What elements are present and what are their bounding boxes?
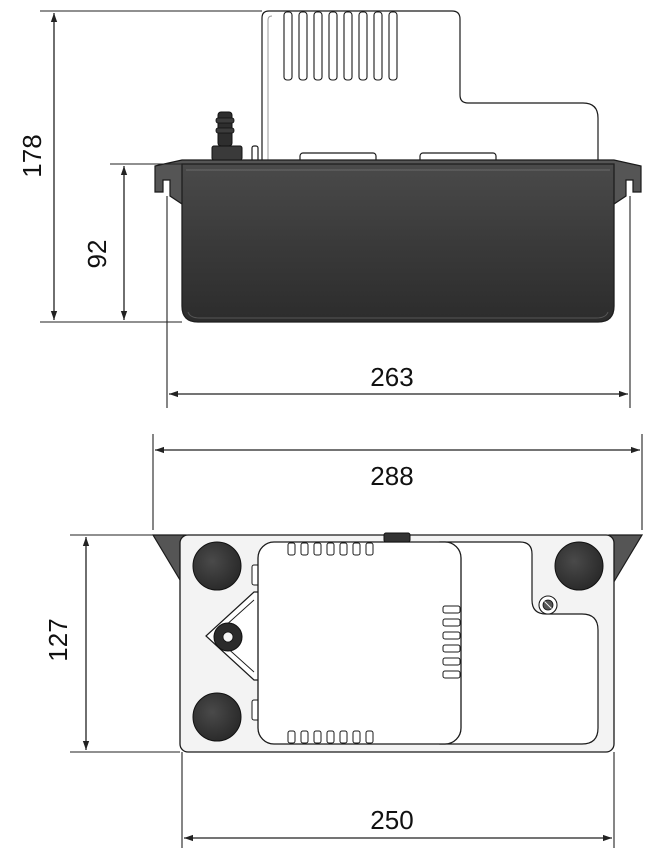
dim-label-depth: 127 — [43, 618, 73, 661]
vent-slot — [339, 542, 348, 556]
tank-bottom-shade — [187, 311, 609, 319]
mounting-foot-top-left — [192, 541, 242, 591]
dim-label-overall-height: 178 — [17, 134, 47, 177]
top-view: 288 127 250 — [43, 434, 644, 848]
vent-slot — [313, 11, 323, 81]
pump-cover-top — [257, 541, 462, 745]
dim-label-tank-width: 263 — [370, 362, 413, 392]
vent-slot — [388, 11, 398, 81]
vent-slot — [365, 730, 374, 744]
vent-slot — [442, 631, 461, 640]
vent-slot — [343, 11, 353, 81]
pump-housing-top — [439, 541, 599, 745]
side-view: 178 92 263 — [17, 10, 642, 408]
cover-vents-right-column — [442, 605, 461, 679]
vent-slot — [442, 670, 461, 679]
dim-label-tank-height: 92 — [82, 240, 112, 269]
vent-slot — [373, 11, 383, 81]
cover-vent-slots — [283, 11, 398, 81]
hose-barb-outlet-icon — [211, 111, 243, 161]
vent-slot — [298, 11, 308, 81]
vent-slot — [326, 730, 335, 744]
vent-slot — [287, 730, 296, 744]
outlet-port-icon — [213, 622, 243, 652]
vent-slot — [313, 730, 322, 744]
cover-vents-top-row — [287, 542, 374, 556]
vent-slot — [300, 730, 309, 744]
vent-slot — [287, 542, 296, 556]
reservoir-tank-side — [181, 163, 615, 323]
mounting-foot-top-right — [554, 541, 604, 591]
mounting-foot-bottom-left — [192, 692, 242, 742]
vent-slot — [283, 11, 293, 81]
vent-slot — [300, 542, 309, 556]
vent-slot — [442, 618, 461, 627]
vent-slot — [326, 542, 335, 556]
cover-vents-bottom-row — [287, 730, 374, 744]
vent-slot — [313, 542, 322, 556]
vent-slot — [365, 542, 374, 556]
vent-slot — [328, 11, 338, 81]
vent-slot — [442, 644, 461, 653]
dim-label-base-width: 250 — [370, 805, 413, 835]
screw-icon — [538, 595, 558, 615]
vent-slot — [442, 657, 461, 666]
vent-slot — [339, 730, 348, 744]
vent-slot — [358, 11, 368, 81]
pump-cover-side — [261, 10, 599, 163]
vent-slot — [352, 730, 361, 744]
cover-top-tab — [383, 532, 411, 543]
pump-cover-shade — [267, 15, 273, 160]
dim-label-overall-width: 288 — [370, 461, 413, 491]
vent-slot — [352, 542, 361, 556]
vent-slot — [442, 605, 461, 614]
